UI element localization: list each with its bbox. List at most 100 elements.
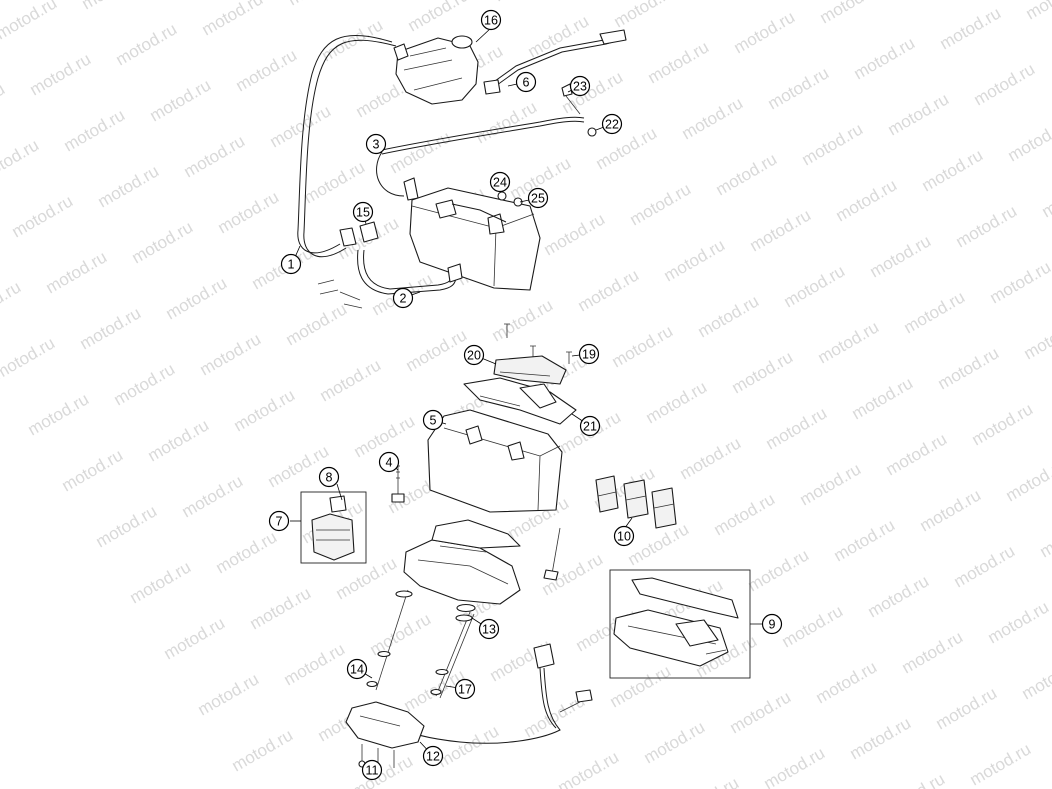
callout-circle bbox=[480, 9, 502, 31]
callout-label: 15 bbox=[356, 206, 370, 220]
watermark-text: motod.ru bbox=[901, 287, 969, 337]
callout-label: 1 bbox=[288, 258, 295, 272]
callout-16: 16 bbox=[480, 9, 502, 31]
callout-21: 21 bbox=[579, 415, 601, 437]
callout-19: 19 bbox=[578, 343, 600, 365]
watermark-text: motod.ru bbox=[317, 355, 385, 405]
watermark-text: motod.ru bbox=[675, 773, 743, 789]
watermark-text: motod.ru bbox=[643, 377, 711, 427]
callout-13: 13 bbox=[478, 618, 500, 640]
watermark-text: motod.ru bbox=[405, 0, 473, 35]
callout-6: 6 bbox=[515, 71, 537, 93]
starter-cable bbox=[483, 29, 627, 95]
inset-9 bbox=[609, 569, 751, 679]
relay-sketch bbox=[317, 279, 363, 309]
callout-25: 25 bbox=[527, 187, 549, 209]
watermark-text: motod.ru bbox=[163, 273, 231, 323]
callout-12: 12 bbox=[422, 745, 444, 767]
watermark-text: motod.ru bbox=[761, 743, 829, 789]
lower-housing bbox=[403, 519, 521, 605]
callout-label: 12 bbox=[426, 750, 440, 764]
callout-label: 14 bbox=[350, 663, 364, 677]
control-unit bbox=[427, 409, 563, 513]
watermark-text: motod.ru bbox=[833, 175, 901, 225]
callout-label: 25 bbox=[531, 192, 545, 206]
watermark-text: motod.ru bbox=[387, 127, 455, 177]
callout-5: 5 bbox=[422, 409, 444, 431]
callout-circle bbox=[761, 613, 783, 635]
watermark-text: motod.ru bbox=[575, 265, 643, 315]
callout-label: 7 bbox=[276, 515, 283, 529]
bolt-14 bbox=[366, 589, 413, 691]
watermark-text: motod.ru bbox=[747, 205, 815, 255]
main-cable bbox=[297, 34, 397, 258]
watermark-text: motod.ru bbox=[607, 661, 675, 711]
watermark-text: motod.ru bbox=[727, 687, 795, 737]
callout-circle bbox=[454, 678, 476, 700]
callout-label: 23 bbox=[573, 80, 587, 94]
watermark-text: motod.ru bbox=[729, 347, 797, 397]
watermark-text: motod.ru bbox=[0, 277, 24, 327]
watermark-text: motod.ru bbox=[93, 501, 161, 551]
callout-label: 21 bbox=[583, 420, 597, 434]
watermark-text: motod.ru bbox=[213, 527, 281, 577]
callout-circle bbox=[579, 415, 601, 437]
watermark-text: motod.ru bbox=[491, 0, 559, 5]
watermark-text: motod.ru bbox=[541, 209, 609, 259]
watermark-text: motod.ru bbox=[229, 725, 297, 775]
watermark-text: motod.ru bbox=[609, 321, 677, 371]
callout-circle bbox=[489, 171, 511, 193]
watermark-text: motod.ru bbox=[677, 433, 745, 483]
watermark-text: motod.ru bbox=[0, 135, 42, 185]
watermark-text: motod.ru bbox=[953, 201, 1021, 251]
watermark-text: motod.ru bbox=[611, 0, 679, 31]
watermark-text: motod.ru bbox=[0, 333, 58, 383]
callout-circle bbox=[463, 344, 485, 366]
callout-label: 11 bbox=[366, 764, 379, 778]
watermark-text: motod.ru bbox=[1003, 455, 1052, 505]
watermark-text: motod.ru bbox=[937, 3, 1005, 53]
watermark-text: motod.ru bbox=[935, 343, 1003, 393]
callout-label: 24 bbox=[493, 176, 507, 190]
watermark-text: motod.ru bbox=[195, 669, 263, 719]
watermark-text: motod.ru bbox=[59, 445, 127, 495]
relays bbox=[595, 475, 677, 529]
watermark-text: motod.ru bbox=[127, 557, 195, 607]
watermark-text: motod.ru bbox=[731, 7, 799, 57]
watermark-text: motod.ru bbox=[403, 325, 471, 375]
callout-7: 7 bbox=[268, 510, 290, 532]
watermark-text: motod.ru bbox=[145, 415, 213, 465]
watermark-text: motod.ru bbox=[661, 235, 729, 285]
callout-circle bbox=[268, 510, 290, 532]
callout-23: 23 bbox=[569, 75, 591, 97]
watermark-text: motod.ru bbox=[233, 45, 301, 95]
starter-motor bbox=[393, 35, 479, 105]
watermark-text: motod.ru bbox=[679, 93, 747, 143]
watermark-text: motod.ru bbox=[489, 295, 557, 345]
watermark-text: motod.ru bbox=[851, 33, 919, 83]
callout-circle bbox=[365, 133, 387, 155]
watermark-text: motod.ru bbox=[79, 0, 147, 13]
watermark-text: motod.ru bbox=[25, 389, 93, 439]
watermark-text: motod.ru bbox=[1039, 171, 1052, 221]
watermark-text: motod.ru bbox=[765, 63, 833, 113]
callout-circle bbox=[515, 71, 537, 93]
callout-circle bbox=[527, 187, 549, 209]
callout-label: 16 bbox=[484, 14, 498, 28]
watermark-text: motod.ru bbox=[1005, 115, 1052, 165]
watermark-text: motod.ru bbox=[197, 329, 265, 379]
callout-circle bbox=[422, 409, 444, 431]
watermark-text: motod.ru bbox=[987, 257, 1052, 307]
watermark-text: motod.ru bbox=[247, 583, 315, 633]
watermark-text: motod.ru bbox=[301, 157, 369, 207]
watermark-text: motod.ru bbox=[231, 385, 299, 435]
watermark-text: motod.ru bbox=[645, 37, 713, 87]
callout-3: 3 bbox=[365, 133, 387, 155]
watermark-text: motod.ru bbox=[831, 515, 899, 565]
callout-circle bbox=[378, 451, 400, 473]
watermark-text: motod.ru bbox=[779, 601, 847, 651]
callout-circle bbox=[478, 618, 500, 640]
bolt-23 bbox=[561, 83, 581, 115]
harness-12 bbox=[387, 643, 593, 744]
callout-circle bbox=[346, 658, 368, 680]
